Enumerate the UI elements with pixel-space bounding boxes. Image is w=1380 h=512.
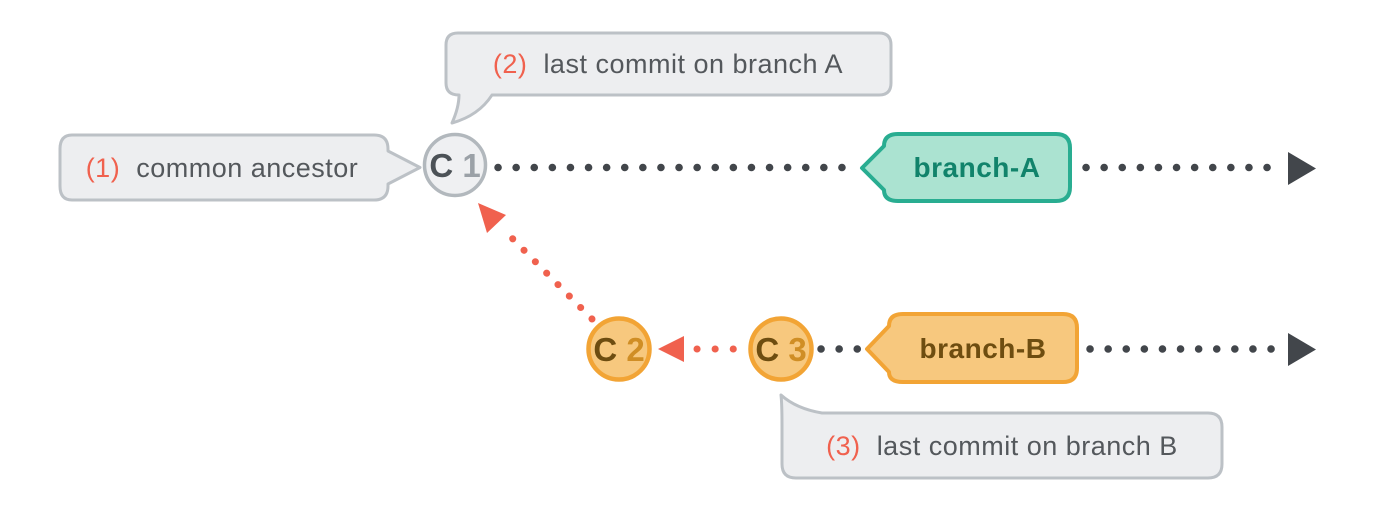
branch-a-arrowhead-icon [1288, 152, 1316, 185]
commit-node-c3: C 3 [748, 316, 814, 382]
commit-node-c3-label: C 3 [755, 331, 806, 368]
branch-a-tag-shape [860, 132, 1072, 203]
commit-node-c3-circle [748, 316, 814, 382]
callout-common-ancestor-number: (1) [86, 153, 121, 183]
branch-b-tag: branch-B [865, 312, 1079, 384]
callout-last-commit-branch-a-text: last commit on branch A [543, 49, 843, 79]
callout-common-ancestor-bubble [58, 133, 422, 202]
parent-pointer-c2-to-c1-arrowhead-icon [478, 203, 506, 233]
branch-b-tag-shape [865, 312, 1079, 384]
commit-node-c2-circle [586, 316, 652, 382]
callout-last-commit-branch-a-label: (2) last commit on branch A [493, 49, 843, 79]
callout-common-ancestor-text: common ancestor [136, 153, 358, 183]
callout-last-commit-branch-a: (2) last commit on branch A [444, 31, 893, 125]
commit-node-c1: C 1 [422, 132, 488, 198]
callout-last-commit-branch-a-number: (2) [493, 49, 528, 79]
commit-node-c3-letter: C [755, 331, 779, 368]
parent-pointer-c3-to-c2-arrowhead-icon [658, 336, 684, 362]
branch-b-tag-label: branch-B [920, 333, 1047, 364]
commit-node-c3-digit: 3 [788, 331, 806, 368]
commit-node-c1-circle [422, 132, 488, 198]
parent-pointer-c2-to-c1-dots [499, 225, 596, 323]
commit-node-c2: C 2 [586, 316, 652, 382]
branch-a-tag-label: branch-A [914, 152, 1041, 183]
branch-b-arrowhead-icon [1288, 333, 1316, 366]
callout-last-commit-branch-a-bubble [444, 31, 893, 125]
commit-node-c1-letter: C [429, 147, 453, 184]
callout-last-commit-branch-b-text: last commit on branch B [877, 431, 1178, 461]
branch-a-tag: branch-A [860, 132, 1072, 203]
commit-node-c2-digit: 2 [626, 331, 644, 368]
callout-common-ancestor: (1) common ancestor [58, 133, 422, 202]
callout-last-commit-branch-b-label: (3) last commit on branch B [826, 431, 1178, 461]
callout-common-ancestor-label: (1) common ancestor [86, 153, 359, 183]
callout-last-commit-branch-b: (3) last commit on branch B [779, 393, 1224, 480]
callout-last-commit-branch-b-number: (3) [826, 431, 861, 461]
commit-node-c2-label: C 2 [593, 331, 644, 368]
commit-node-c1-digit: 1 [462, 147, 480, 184]
callout-last-commit-branch-b-bubble [779, 393, 1224, 480]
commit-node-c2-letter: C [593, 331, 617, 368]
commit-node-c1-label: C 1 [429, 147, 480, 184]
